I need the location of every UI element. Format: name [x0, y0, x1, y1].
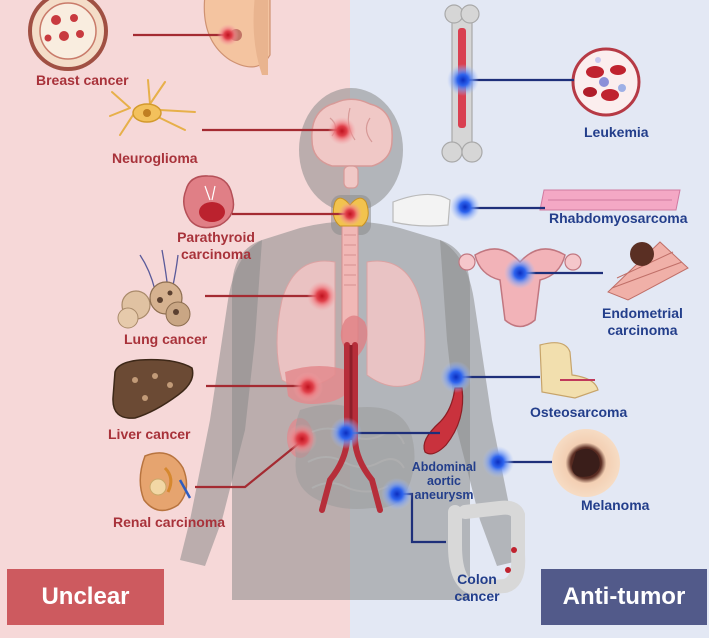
melanoma-label: Melanoma — [581, 497, 650, 513]
muscle-fiber-icon — [392, 189, 681, 227]
breast-cells-icon — [28, 0, 108, 71]
abdominal-aortic-aneurysm-label: Abdominal aortic aneurysm — [411, 460, 477, 502]
anti-tumor-markers — [330, 64, 536, 510]
unclear-banner: Unclear — [7, 569, 164, 625]
aortic-aneurysm-icon — [423, 387, 464, 455]
liver-cancer-label: Liver cancer — [108, 426, 191, 442]
endometrial-tissue-icon — [607, 241, 689, 301]
osteosarcoma-label: Osteosarcoma — [530, 404, 628, 420]
unclear-connectors — [133, 33, 348, 489]
leukemia-label: Leukemia — [584, 124, 649, 140]
ankle-bone-icon — [539, 342, 599, 399]
colon-cancer-label: Colon cancer — [454, 571, 500, 604]
liver-tumor-icon — [112, 358, 194, 419]
alveoli-icon — [117, 249, 191, 329]
parathyroid-carcinoma-label: Parathyroid carcinoma — [177, 229, 255, 262]
melanoma-icon — [552, 429, 620, 497]
renal-carcinoma-label: Renal carcinoma — [113, 514, 226, 530]
parathyroid-tumor-icon — [183, 175, 235, 229]
blood-cells-icon — [571, 47, 641, 117]
neuroglioma-label: Neuroglioma — [112, 150, 198, 166]
colon-organ — [448, 500, 526, 595]
kidney-tumor-icon — [139, 452, 192, 512]
unclear-markers — [217, 24, 362, 454]
rhabdomyosarcoma-label: Rhabdomyosarcoma — [549, 210, 688, 226]
neuron-icon — [109, 79, 196, 136]
anti-tumor-banner: Anti-tumor — [541, 569, 707, 625]
endometrial-carcinoma-label: Endometrial carcinoma — [602, 305, 683, 338]
breast-cancer-label: Breast cancer — [36, 72, 129, 88]
lung-cancer-label: Lung cancer — [124, 331, 208, 347]
